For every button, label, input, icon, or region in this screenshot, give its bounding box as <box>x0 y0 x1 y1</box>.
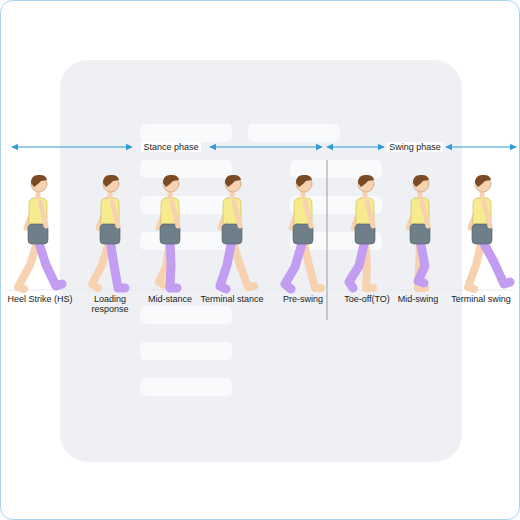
gait-event-label: Terminal swing <box>451 294 511 304</box>
gait-event-label: Terminal stance <box>200 294 263 304</box>
gait-event-label: Pre-swing <box>283 294 323 304</box>
gait-event-label: Heel Strike (HS) <box>7 294 72 304</box>
gait-event-label: Toe-off(TO) <box>344 294 390 304</box>
gait-event-label: Mid-stance <box>148 294 192 304</box>
phase-label: Swing phase <box>387 142 443 152</box>
gait-event-label: Loading response <box>87 294 133 314</box>
phase-label: Stance phase <box>141 142 200 152</box>
gait-event-label: Mid-swing <box>398 294 439 304</box>
